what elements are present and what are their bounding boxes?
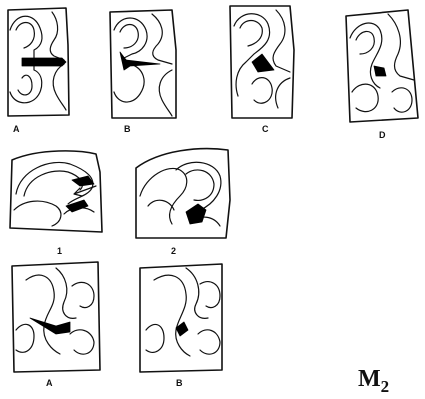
panel-label-row1-a: A: [13, 124, 20, 134]
tooth-sketch-row1-c: [230, 6, 294, 118]
panel-label-row3-b: B: [176, 378, 183, 388]
tooth-sketch-row2-1: [10, 151, 102, 232]
shaded-region: [30, 318, 70, 334]
shaded-region: [186, 204, 206, 224]
panel-label-row1-d: D: [379, 130, 386, 140]
tooth-label: M2: [358, 366, 389, 396]
tooth-label-main: M: [358, 366, 381, 392]
panel-label-row2-2: 2: [171, 246, 176, 256]
tooth-label-subscript: 2: [381, 377, 390, 396]
tooth-sketch-row1-d: [346, 10, 418, 122]
tooth-sketch-row3-b: [140, 264, 222, 372]
tooth-sketch-row3-a: [12, 262, 100, 372]
panel-label-row3-a: A: [46, 378, 53, 388]
tooth-sketch-row1-a: [8, 8, 69, 116]
tooth-sketch-row2-2: [136, 149, 230, 238]
shaded-region: [120, 52, 160, 70]
panel-label-row2-1: 1: [57, 246, 62, 256]
panel-label-row1-c: C: [262, 124, 269, 134]
tooth-sketch-row1-b: [110, 10, 176, 118]
panel-label-row1-b: B: [124, 124, 131, 134]
shaded-region: [252, 54, 274, 72]
shaded-region: [22, 58, 66, 66]
shaded-region: [374, 66, 386, 76]
